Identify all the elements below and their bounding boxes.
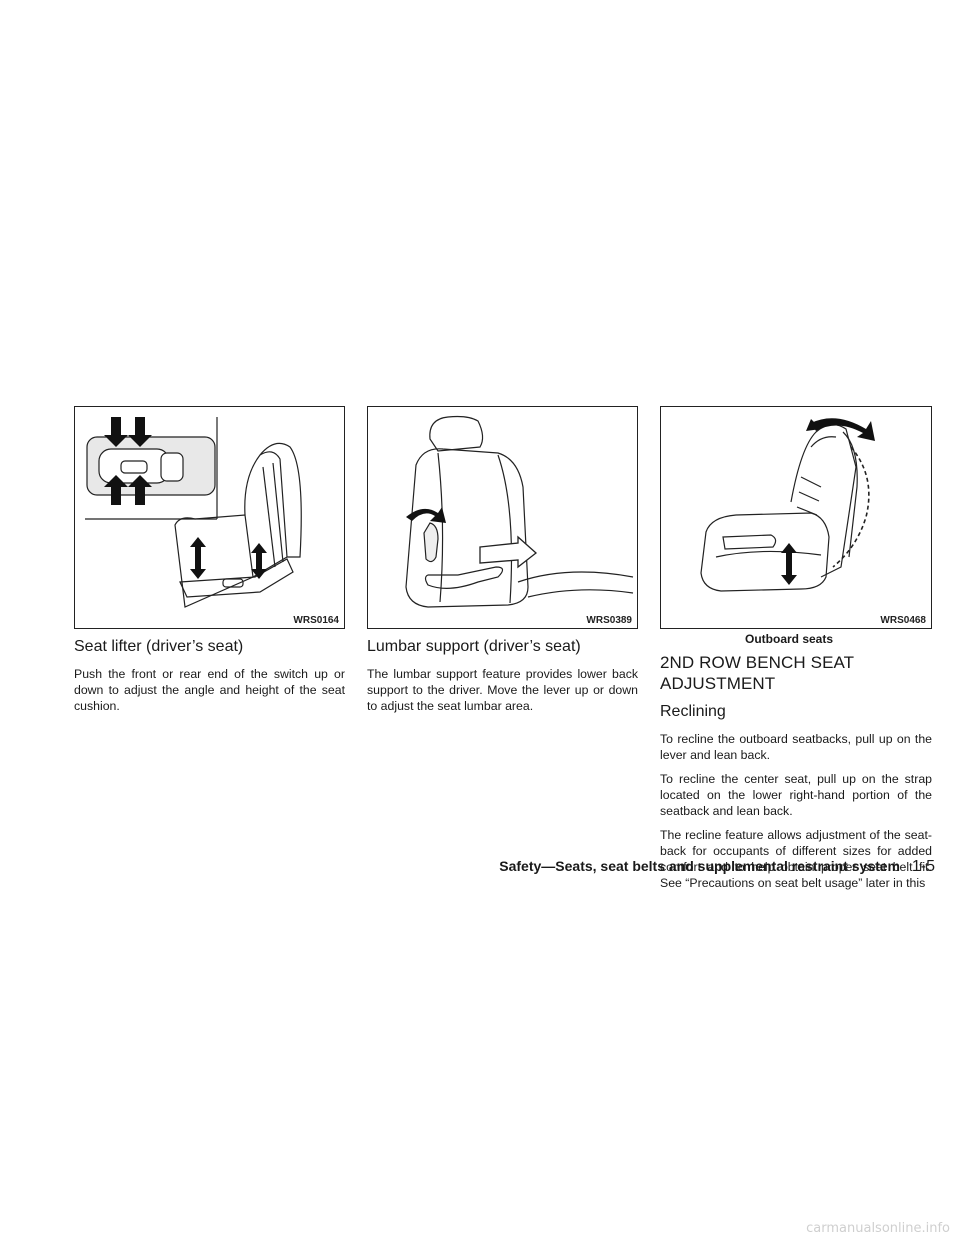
column-seat-lifter: Seat lifter (driver’s seat) Push the fro…: [74, 637, 345, 722]
figure-lumbar-support: WRS0389: [367, 406, 638, 629]
paragraph: To recline the center seat, pull up on t…: [660, 772, 932, 818]
footer-section: Safety—Seats, seat belts and supplementa…: [499, 858, 900, 874]
paragraph: The recline feature allows adjustment of…: [660, 828, 932, 890]
watermark: carmanualsonline.info: [806, 1221, 950, 1236]
figure-code: WRS0468: [880, 615, 926, 626]
section-title: 2ND ROW BENCH SEAT ADJUSTMENT: [660, 653, 854, 693]
figure-code: WRS0164: [293, 615, 339, 626]
figure-outboard-seats: WRS0468: [660, 406, 932, 629]
page-footer: Safety—Seats, seat belts and supplementa…: [499, 858, 935, 876]
heading-reclining: Reclining: [660, 703, 726, 720]
figure-caption: Outboard seats: [745, 632, 834, 646]
figure-seat-lifter: WRS0164: [74, 406, 345, 629]
paragraph: To recline the outboard seatbacks, pull …: [660, 732, 932, 762]
heading-lumbar-support: Lumbar support (driver’s seat): [367, 638, 581, 655]
column-bench-seat: 2ND ROW BENCH SEAT ADJUSTMENT Reclining …: [660, 652, 932, 899]
figure-code: WRS0389: [586, 615, 632, 626]
seat-lifter-illustration: [85, 417, 302, 608]
paragraph: The lumbar support feature provides lowe…: [367, 667, 638, 713]
lumbar-support-illustration: [405, 415, 634, 608]
page-number: 1-5: [911, 858, 935, 875]
column-lumbar-support: Lumbar support (driver’s seat) The lumba…: [367, 637, 638, 722]
paragraph: Push the front or rear end of the switch…: [74, 667, 345, 713]
outboard-seat-illustration: [700, 418, 875, 592]
heading-seat-lifter: Seat lifter (driver’s seat): [74, 638, 244, 655]
